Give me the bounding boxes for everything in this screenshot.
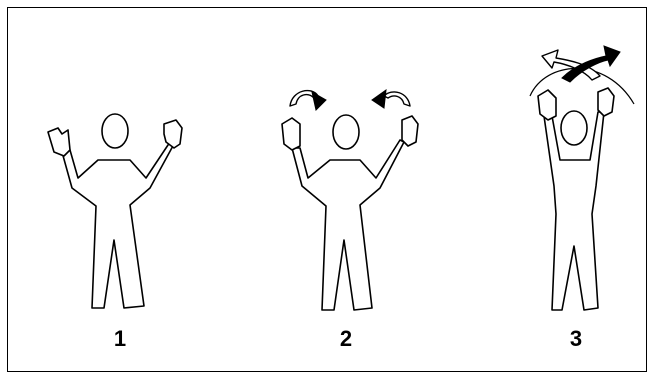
curved-arrow-left-head — [312, 92, 326, 110]
figure-3-arms-overhead — [538, 88, 614, 310]
figure-2-right-hand — [402, 116, 418, 146]
figure-1-arms-raised — [48, 114, 182, 308]
figure-2-body — [292, 140, 404, 310]
figure-2-left-hand — [282, 118, 300, 150]
curved-arrow-right — [384, 92, 410, 106]
figure-2-rotation-arrows — [290, 90, 410, 110]
figure-1-right-hand — [164, 120, 182, 148]
figure-3-left-hand — [538, 90, 556, 120]
step-label-1: 1 — [114, 326, 126, 351]
figure-3-right-hand — [598, 88, 614, 116]
figure-2-head — [333, 115, 359, 149]
figure-1-body — [62, 142, 174, 308]
figure-2-arms-raised — [282, 115, 418, 310]
figure-1-left-hand — [48, 128, 70, 156]
step-label-3: 3 — [570, 326, 582, 351]
figure-1-head — [102, 114, 128, 148]
step-label-2: 2 — [340, 326, 352, 351]
curved-arrow-right-head — [372, 90, 386, 108]
figure-3-head — [561, 111, 587, 145]
